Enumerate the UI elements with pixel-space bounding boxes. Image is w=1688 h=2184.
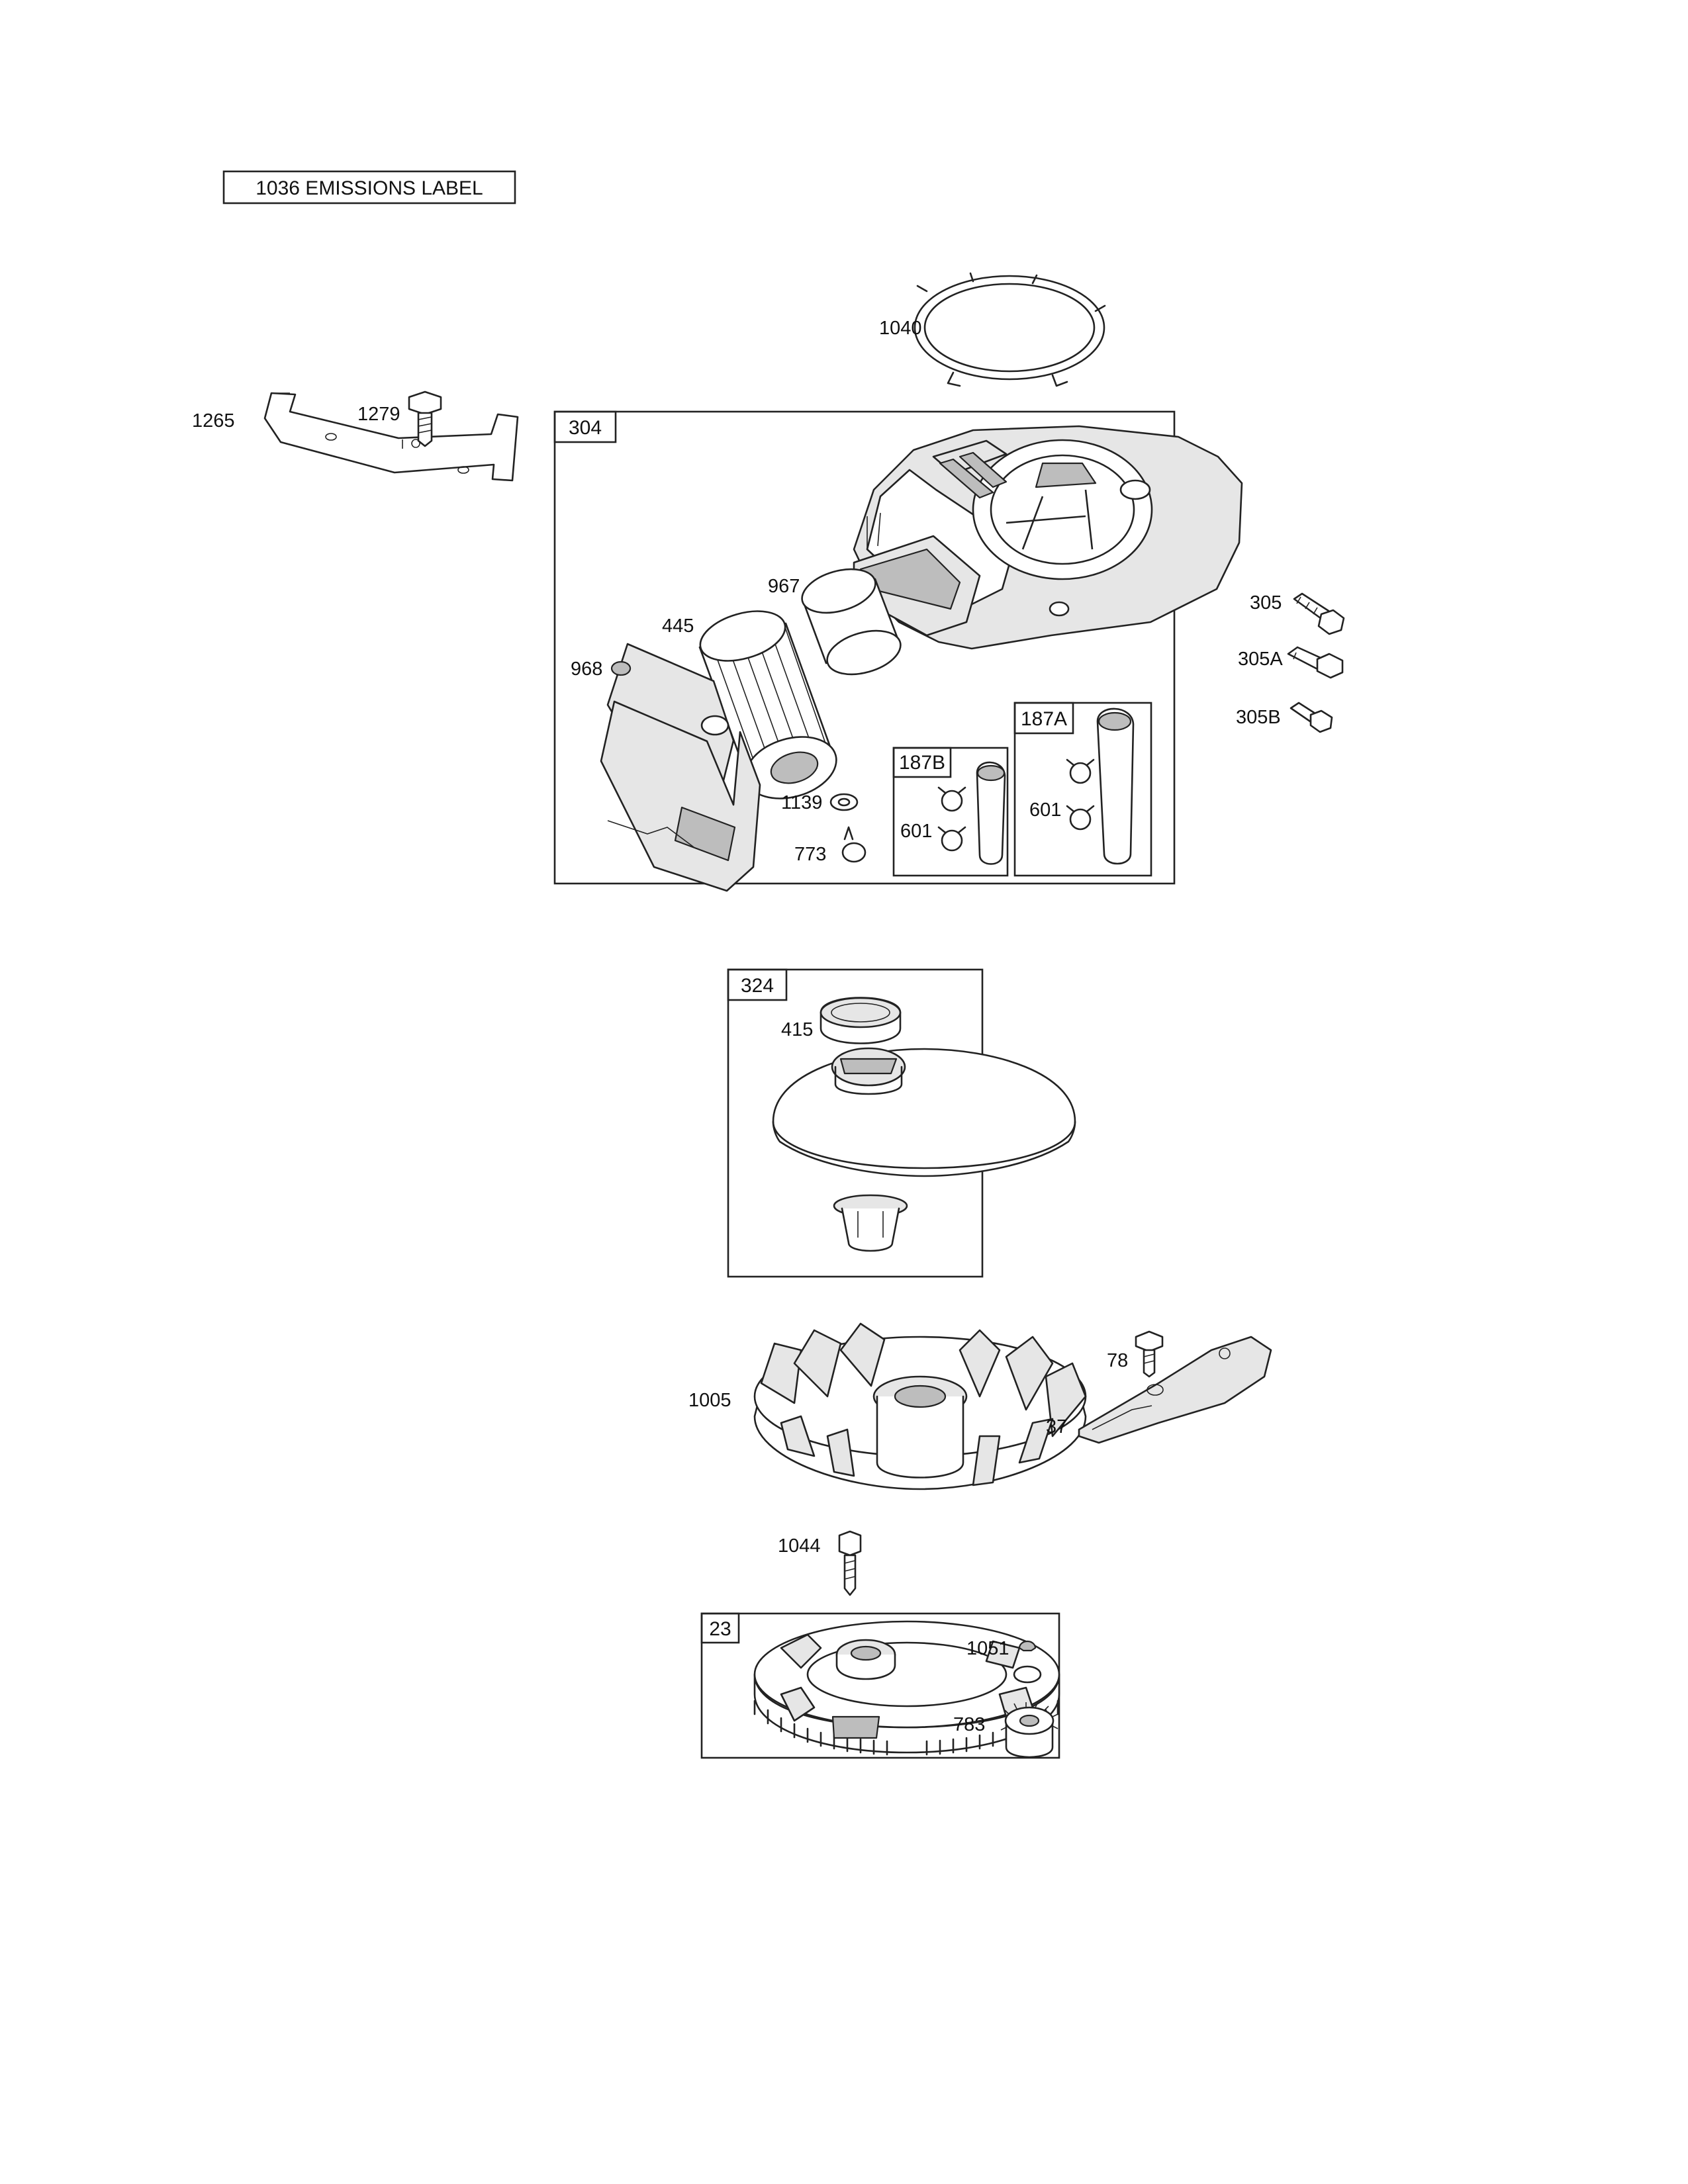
part-601b-clamps[interactable] bbox=[937, 786, 966, 852]
callout-445: 445 bbox=[662, 615, 694, 637]
part-78-screw[interactable] bbox=[1135, 1330, 1164, 1378]
callout-968: 968 bbox=[571, 659, 602, 680]
callout-1265: 1265 bbox=[192, 410, 235, 432]
callout-783: 783 bbox=[953, 1714, 985, 1735]
callout-305a: 305A bbox=[1238, 649, 1283, 670]
group-187a-frame[interactable]: 187A bbox=[1013, 702, 1152, 877]
callout-305b: 305B bbox=[1236, 707, 1281, 728]
callout-305: 305 bbox=[1250, 592, 1282, 614]
callout-1279: 1279 bbox=[357, 404, 400, 425]
callout-78: 78 bbox=[1107, 1350, 1128, 1371]
group-187b-frame[interactable]: 187B bbox=[892, 747, 1009, 877]
part-601a-clamps[interactable] bbox=[1066, 758, 1095, 831]
emissions-label-box[interactable]: 1036 EMISSIONS LABEL bbox=[222, 170, 516, 205]
callout-1139: 1139 bbox=[781, 792, 822, 813]
part-187b-breather-tube[interactable] bbox=[976, 761, 1006, 865]
callout-37: 37 bbox=[1046, 1416, 1067, 1437]
callout-601b: 601 bbox=[900, 821, 932, 842]
callout-967: 967 bbox=[768, 576, 800, 597]
group-304-label: 304 bbox=[569, 417, 602, 439]
part-324-starter-cup[interactable] bbox=[833, 1194, 908, 1252]
callout-1040: 1040 bbox=[879, 318, 922, 339]
part-305b-screw[interactable] bbox=[1289, 702, 1333, 733]
part-1044-bolt[interactable] bbox=[838, 1530, 862, 1596]
callout-601a: 601 bbox=[1029, 799, 1061, 821]
group-324-label: 324 bbox=[741, 975, 774, 997]
part-1051-key[interactable] bbox=[1013, 1640, 1042, 1684]
part-304-blower-housing[interactable] bbox=[853, 425, 1243, 650]
part-445-air-filter[interactable] bbox=[694, 602, 843, 808]
part-967-filter-sleeve[interactable] bbox=[797, 561, 906, 682]
part-1040-ring[interactable] bbox=[914, 272, 1106, 387]
part-415-cap[interactable] bbox=[820, 997, 902, 1044]
part-968-filter-cover[interactable] bbox=[600, 643, 761, 892]
callout-415: 415 bbox=[781, 1019, 813, 1040]
part-187a-breather-tube[interactable] bbox=[1096, 707, 1135, 865]
part-1005-fan[interactable] bbox=[753, 1322, 1087, 1490]
group-187b-label: 187B bbox=[899, 752, 945, 774]
callout-773: 773 bbox=[794, 844, 826, 865]
part-1265-bracket[interactable] bbox=[263, 392, 519, 482]
group-304-frame[interactable]: 304 bbox=[553, 410, 1176, 885]
group-23-label: 23 bbox=[709, 1618, 731, 1640]
part-773-knob[interactable] bbox=[841, 826, 867, 863]
part-305-screw[interactable] bbox=[1293, 592, 1345, 635]
part-1279-screw[interactable] bbox=[408, 390, 442, 447]
part-1139-washer[interactable] bbox=[829, 793, 859, 811]
part-783-gear[interactable] bbox=[1000, 1702, 1058, 1758]
group-187a-label: 187A bbox=[1021, 708, 1067, 730]
part-23-flywheel[interactable] bbox=[753, 1620, 1060, 1756]
part-305a-screw[interactable] bbox=[1287, 646, 1344, 679]
callout-1051: 1051 bbox=[966, 1638, 1009, 1659]
part-324-rewind-starter[interactable] bbox=[772, 1047, 1076, 1177]
callout-1044: 1044 bbox=[778, 1535, 821, 1557]
callout-1005: 1005 bbox=[688, 1390, 731, 1411]
emissions-label-text: 1036 EMISSIONS LABEL bbox=[256, 177, 483, 199]
part-37-air-guide[interactable] bbox=[1078, 1336, 1272, 1444]
